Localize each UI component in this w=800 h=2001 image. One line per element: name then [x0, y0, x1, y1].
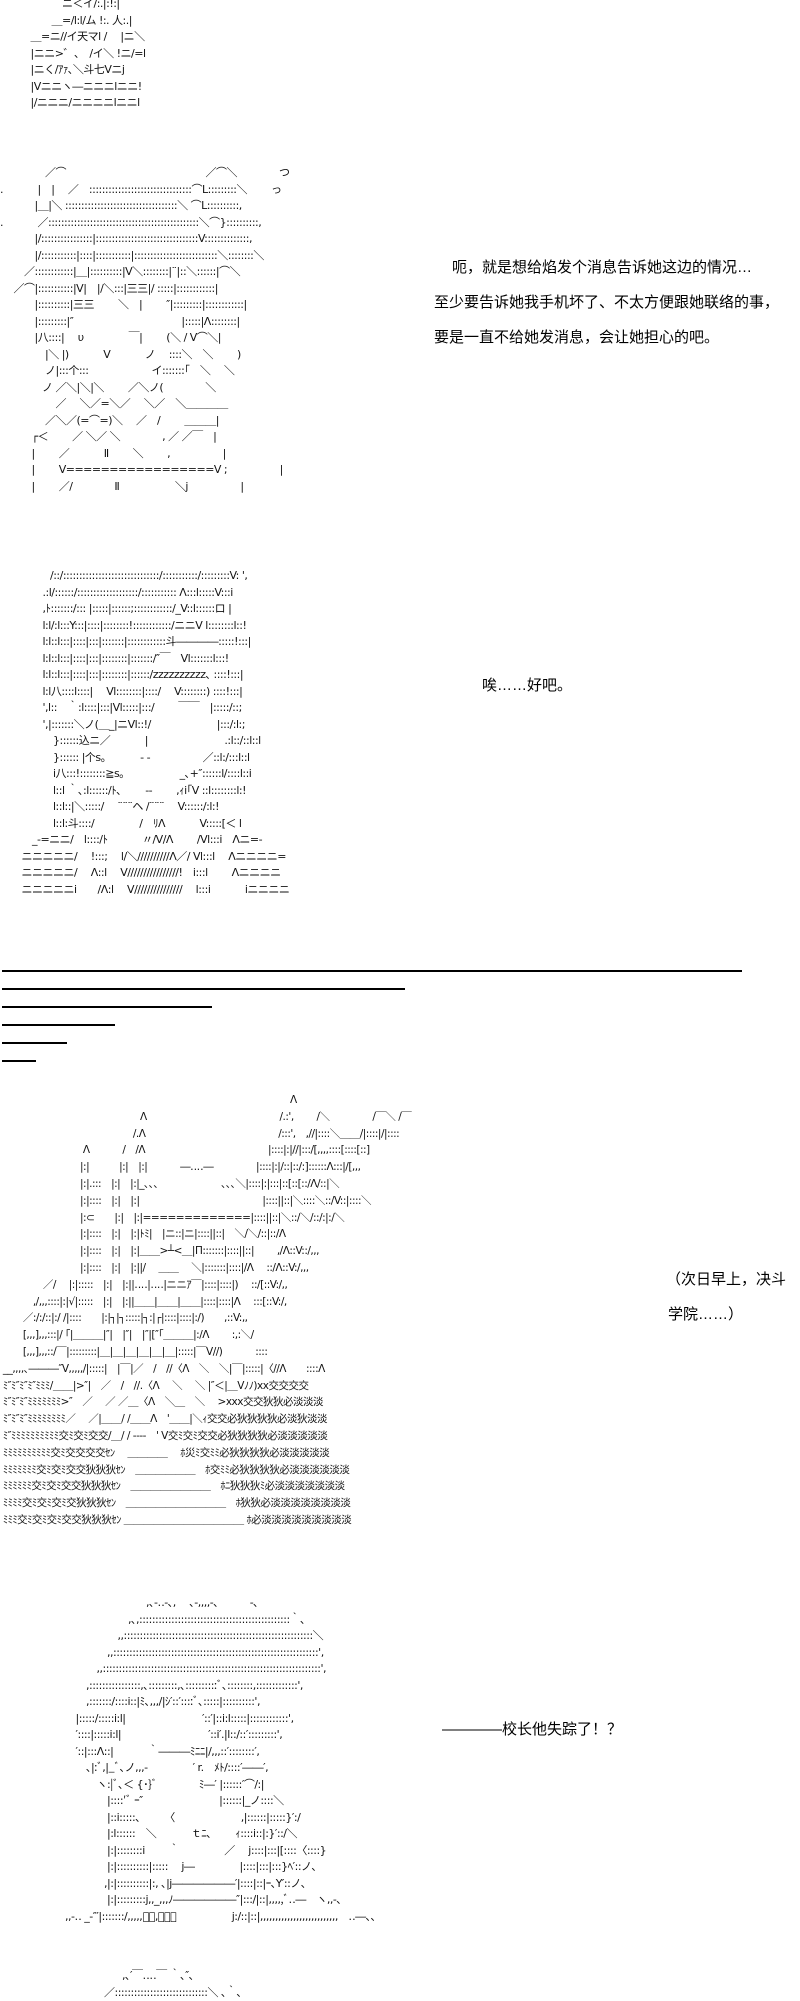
divider-line-2 [2, 988, 405, 990]
narration-line-1: （次日早上，决斗 [666, 1271, 787, 1288]
dialogue-shock: ————校长他失踪了！？ [442, 1721, 623, 1738]
divider-line-3 [2, 1006, 212, 1008]
dialogue-phone-line-1: 呃，就是想给焰发个消息告诉她这边的情况… [452, 259, 753, 276]
narration-line-2: 学院……） [668, 1306, 744, 1323]
divider-line-6 [2, 1060, 36, 1062]
divider-line-1 [2, 970, 742, 972]
divider-line-5 [2, 1042, 67, 1044]
dialogue-sigh: 唉……好吧。 [482, 677, 573, 694]
ascii-art-girl-sigh: /::/::::::::::::::::::::::::::::::/:::::… [21, 569, 290, 896]
ascii-art-girl-shock: ,､-‥-､, ､-,,,,-､ -､ ,､,:::::::::::::::::… [64, 1596, 376, 1923]
ascii-art-bottom-fragment: ,､′￣‥‥￣ ｀､″､ ／::::::::::::::::::::::::::… [103, 1969, 242, 1999]
divider-line-4 [2, 1024, 115, 1026]
ascii-art-girl-phone: ／⌒ ／⌒＼ つ . | | ／ :::::::::::::::::::::::… [0, 166, 290, 493]
dialogue-phone-line-3: 要是一直不给她发消息，会让她担心的吧。 [434, 329, 720, 346]
dialogue-phone-line-2: 至少要告诉她我手机坏了、不太方便跟她联络的事， [434, 294, 780, 311]
ascii-art-top-fragment: ニ＜イ/:.|:!:| ＿=/l:l/ム !:. 人:.| ＿=ニ//イ天マl … [30, 0, 146, 109]
ascii-art-castle: Λ Λ /.:', /＼ /￣＼ /￣ /.Λ /:::', ,//|::::＼… [2, 1094, 412, 1526]
